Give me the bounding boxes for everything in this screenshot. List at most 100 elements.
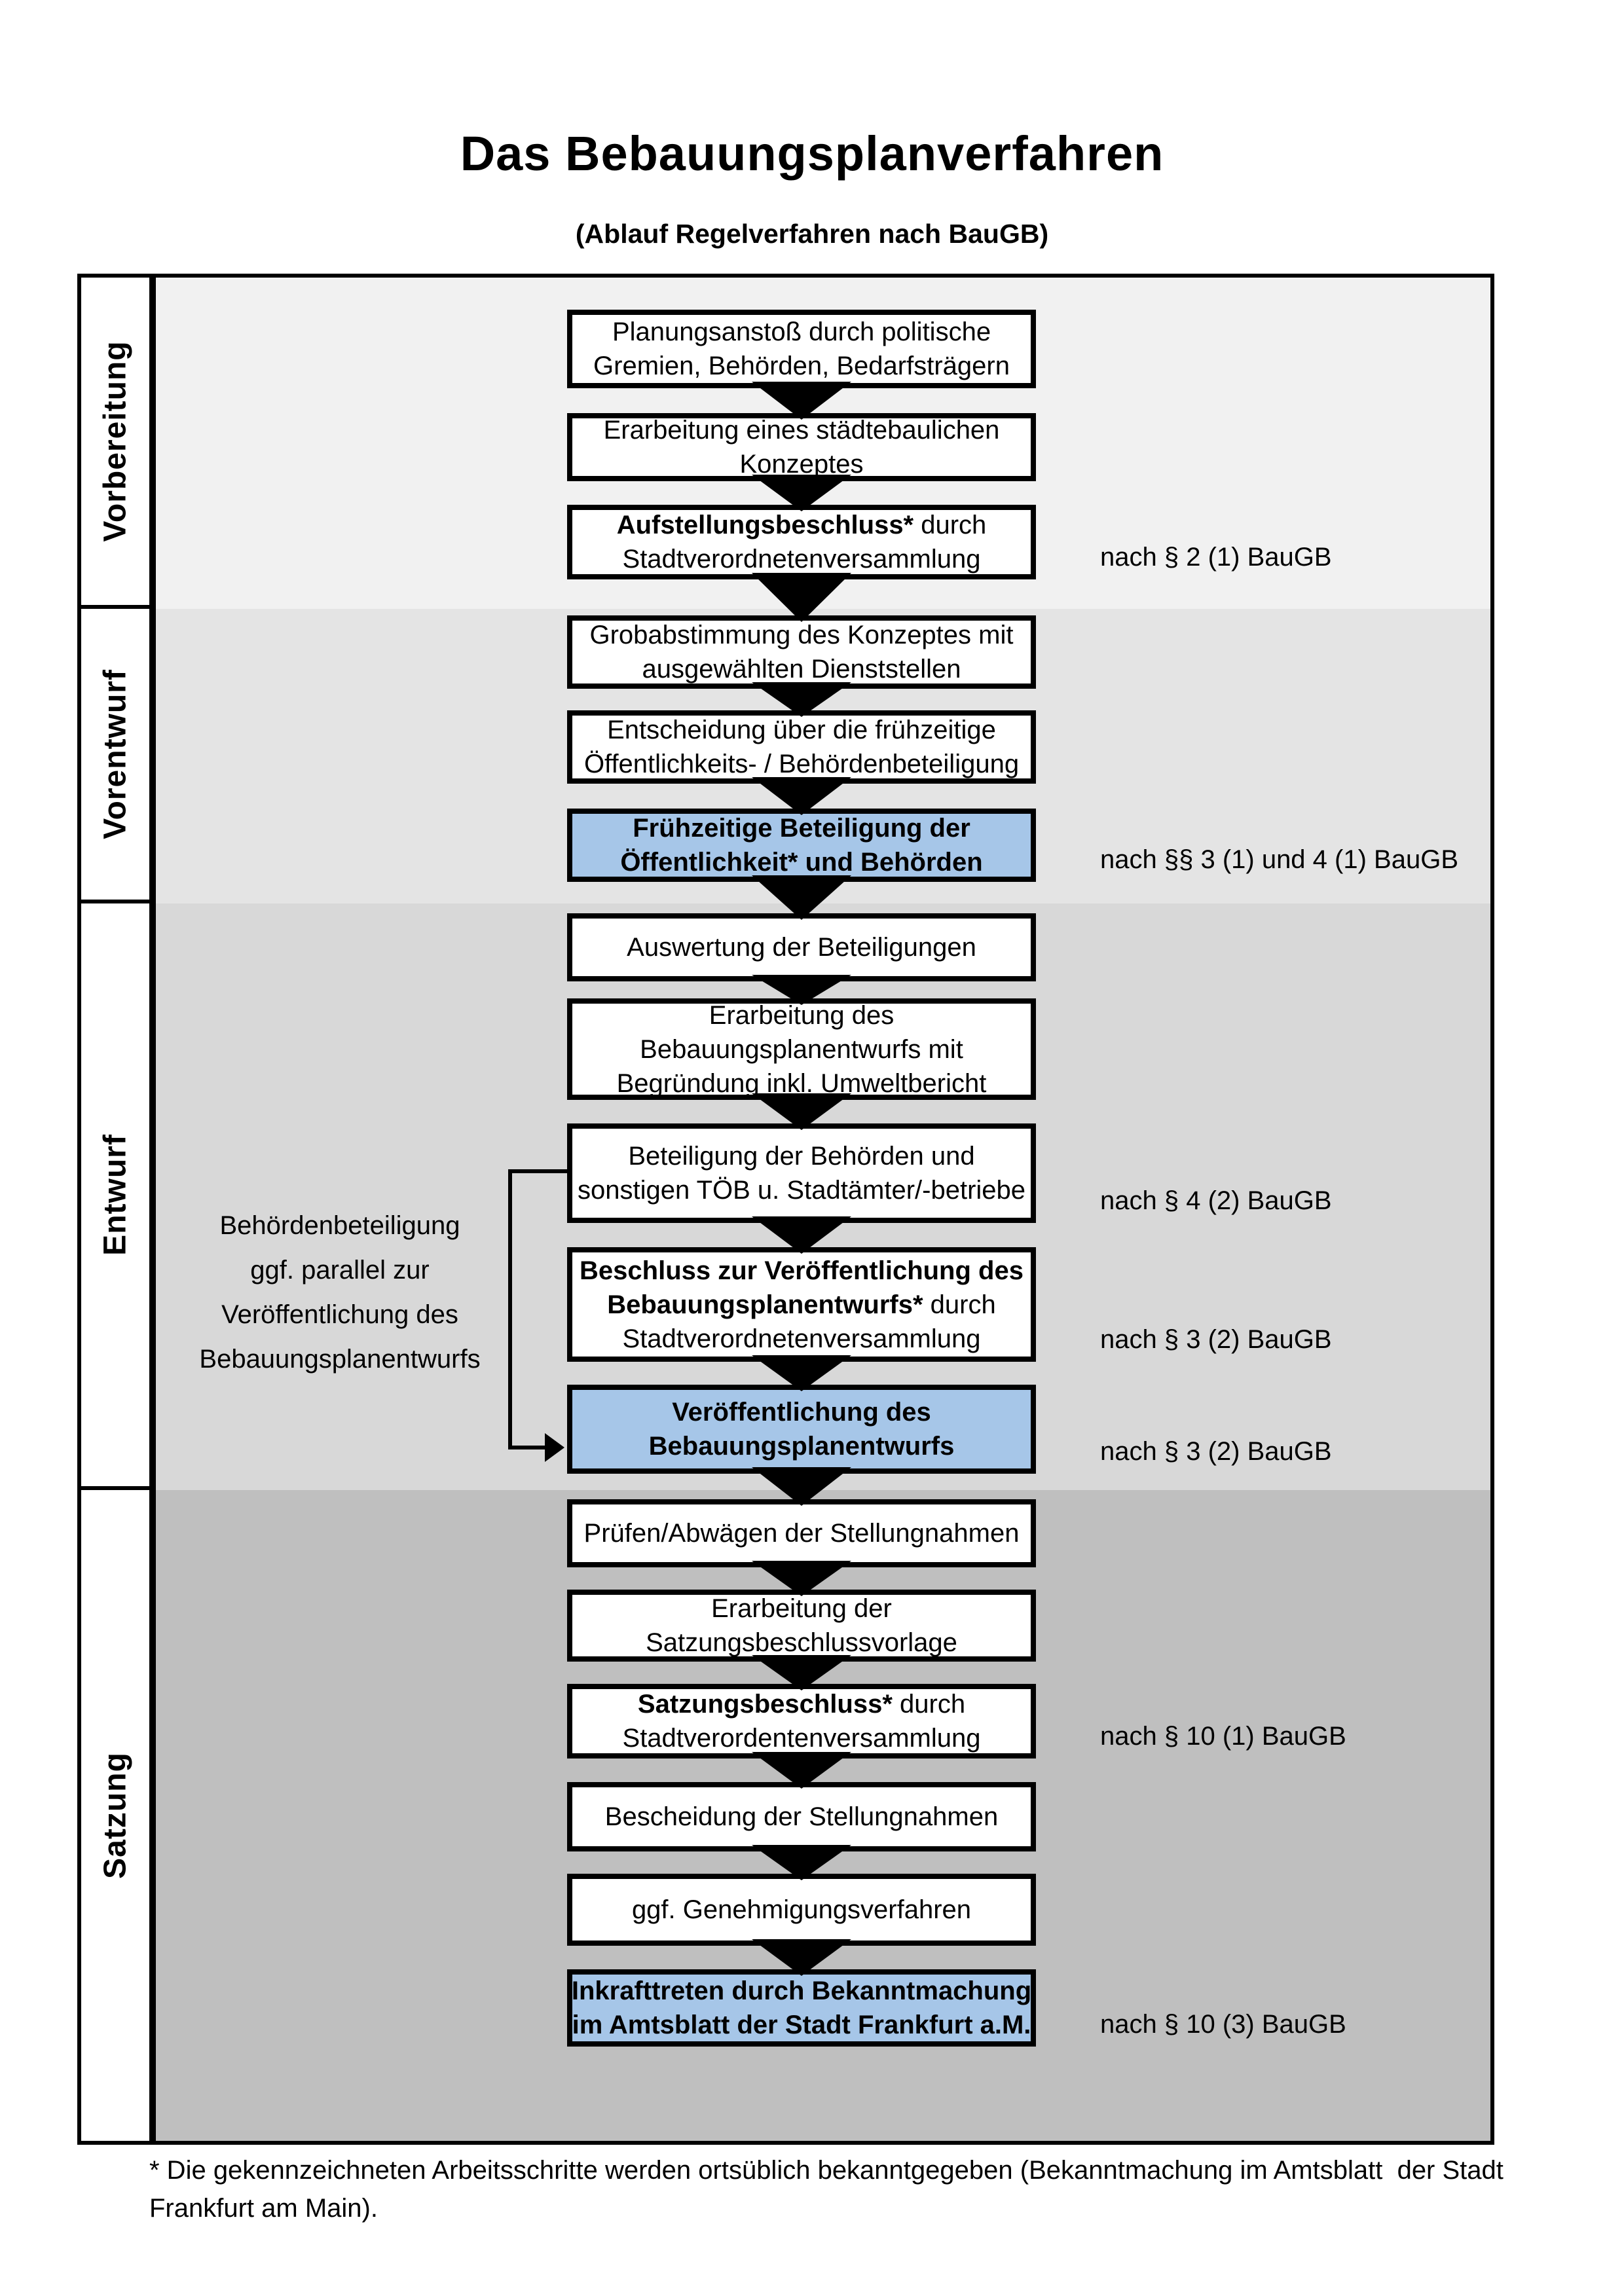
right-arrow-icon (545, 1433, 564, 1462)
step-text-segment: Satzungsbeschluss* (637, 1690, 893, 1719)
phase-cell-satzung: Satzung (81, 1490, 149, 2141)
step-text-segment: Gremien, Behörden, Bedarfsträgern (593, 352, 1010, 380)
footnote-line: Frankfurt am Main). (149, 2194, 378, 2223)
down-arrow-icon (752, 1093, 851, 1130)
step-box-7: Auswertung der Beteiligungen (567, 913, 1036, 981)
step-text-segment: Bebauungsplanentwurfs mit (640, 1034, 963, 1064)
step-text-segment: ausgewählten Dienststellen (642, 655, 961, 683)
step-text-segment: Stadtverordentenversammlung (622, 1724, 981, 1753)
step-text-segment: ggf. Genehmigungsverfahren (631, 1895, 972, 1924)
step-box-line: Bebauungsplanentwurfs (649, 1429, 955, 1463)
step-text-segment: Bebauungsplanentwurfs* (607, 1290, 923, 1319)
law-reference: nach § 3 (2) BauGB (1100, 1437, 1332, 1466)
phase-cell-vorentwurf: Vorentwurf (81, 609, 149, 903)
step-text-segment: Veröffentlichung des (672, 1398, 931, 1427)
step-text-segment: Begründung inkl. Umweltbericht (616, 1068, 987, 1098)
step-box-line: Beteiligung der Behörden und (628, 1139, 974, 1173)
side-note-line: ggf. parallel zur (250, 1256, 430, 1285)
footnote-line: * Die gekennzeichneten Arbeitsschritte w… (149, 2156, 1504, 2185)
down-arrow-icon (752, 1355, 851, 1391)
step-text-segment: durch (892, 1690, 966, 1719)
step-text-segment: Öffentlichkeit* und Behörden (620, 848, 983, 877)
phase-cell-entwurf: Entwurf (81, 903, 149, 1490)
step-text-segment: Planungsanstoß durch politische (612, 318, 991, 346)
step-box-line: Veröffentlichung des (672, 1395, 931, 1429)
phase-cell-vorbereitung: Vorbereitung (81, 278, 149, 609)
step-box-line: sonstigen TÖB u. Stadtämter/-betriebe (578, 1173, 1025, 1207)
step-text-segment: Prüfen/Abwägen der Stellungnahmen (583, 1519, 1020, 1548)
step-box-line: Frühzeitige Beteiligung der (633, 811, 970, 845)
step-box-line: Gremien, Behörden, Bedarfsträgern (593, 349, 1010, 383)
side-note-line: Behördenbeteiligung (219, 1211, 460, 1240)
step-box-line: Öffentlichkeit* und Behörden (620, 845, 982, 879)
step-text-segment: Frühzeitige Beteiligung der (633, 814, 970, 843)
step-box-line: ausgewählten Dienststellen (642, 652, 961, 686)
step-box-line: Konzeptes (739, 447, 863, 481)
step-box-15: Bescheidung der Stellungnahmen (567, 1782, 1036, 1851)
step-text-segment: sonstigen TÖB u. Stadtämter/-betriebe (577, 1176, 1026, 1205)
step-box-line: Inkrafttreten durch Bekanntmachung (572, 1974, 1031, 2008)
down-arrow-icon (752, 573, 851, 622)
down-arrow-icon (752, 382, 851, 420)
step-text-segment: durch (923, 1290, 996, 1319)
step-text-segment: durch Bekanntmachung (724, 1977, 1032, 2005)
down-arrow-icon (752, 875, 851, 920)
footnote: * Die gekennzeichneten Arbeitsschritte w… (149, 2151, 1538, 2227)
step-box-line: Stadtverordentenversammlung (623, 1721, 981, 1755)
page-subtitle: (Ablauf Regelverfahren nach BauGB) (575, 219, 1049, 249)
step-text-segment: Satzungsbeschlussvorlage (646, 1628, 957, 1657)
step-box-line: Erarbeitung der (711, 1592, 892, 1626)
step-text-segment: Stadtverordnetenversammlung (622, 1324, 981, 1353)
step-text-segment: Stadtverordnetenversammlung (622, 545, 981, 574)
step-text-segment: Bescheidung der Stellungnahmen (604, 1802, 999, 1831)
step-box-line: Öffentlichkeits- / Behördenbeteiligung (584, 747, 1019, 781)
parallel-connector-top-stub (508, 1169, 567, 1173)
law-reference: nach § 4 (2) BauGB (1100, 1186, 1332, 1215)
law-reference: nach § 3 (2) BauGB (1100, 1325, 1332, 1354)
step-text-segment: Auswertung der Beteiligungen (627, 933, 976, 962)
step-text-segment: Öffentlichkeits- / Behördenbeteiligung (583, 750, 1020, 778)
step-box-line: im Amtsblatt der Stadt Frankfurt a.M. (572, 2008, 1031, 2042)
step-text-segment: Erarbeitung der (711, 1594, 892, 1623)
step-box-line: Bebauungsplanentwurfs* durch (607, 1288, 995, 1322)
step-box-line: Satzungsbeschluss* durch (638, 1687, 965, 1721)
step-text-segment: Erarbeitung des (709, 1000, 895, 1030)
down-arrow-icon (752, 1655, 851, 1690)
phase-label: Vorbereitung (98, 340, 133, 542)
step-box-line: Bebauungsplanentwurfs mit (640, 1032, 963, 1066)
parallel-connector-vline (508, 1169, 512, 1449)
step-text-segment: Inkrafttreten (571, 1977, 725, 2005)
down-arrow-icon (752, 1467, 851, 1506)
step-box-line: Stadtverordnetenversammlung (623, 542, 981, 576)
step-box-line: Entscheidung über die frühzeitige (607, 713, 996, 747)
phase-label: Entwurf (98, 1134, 133, 1256)
step-text-segment: Aufstellungsbeschluss* (616, 511, 914, 539)
step-box-17-highlighted: Inkrafttreten durch Bekanntmachung im Amt… (567, 1969, 1036, 2047)
phase-label: Vorentwurf (98, 669, 133, 839)
step-text-segment: Beschluss zur Veröffentlichung des (580, 1256, 1024, 1285)
step-box-line: Satzungsbeschlussvorlage (646, 1626, 957, 1660)
down-arrow-icon (752, 682, 851, 717)
law-reference: nach § 10 (3) BauGB (1100, 2010, 1346, 2039)
down-arrow-icon (752, 1752, 851, 1789)
phase-column-divider (149, 278, 156, 2141)
step-text-segment: Bebauungsplanentwurfs (648, 1432, 955, 1461)
step-text-segment: im Amtsblatt der Stadt Frankfurt a.M. (572, 2011, 1031, 2039)
step-box-12: Prüfen/Abwägen der Stellungnahmen (567, 1499, 1036, 1567)
down-arrow-icon (752, 1939, 851, 1976)
step-text-segment: Erarbeitung eines städtebaulichen (603, 416, 1000, 445)
step-box-line: Aufstellungsbeschluss* durch (617, 508, 987, 542)
parallel-connector-bottom-line (508, 1446, 547, 1449)
step-box-line: Begründung inkl. Umweltbericht (617, 1066, 987, 1101)
side-note-line: Veröffentlichung des (221, 1300, 458, 1329)
phase-label: Satzung (98, 1752, 133, 1879)
